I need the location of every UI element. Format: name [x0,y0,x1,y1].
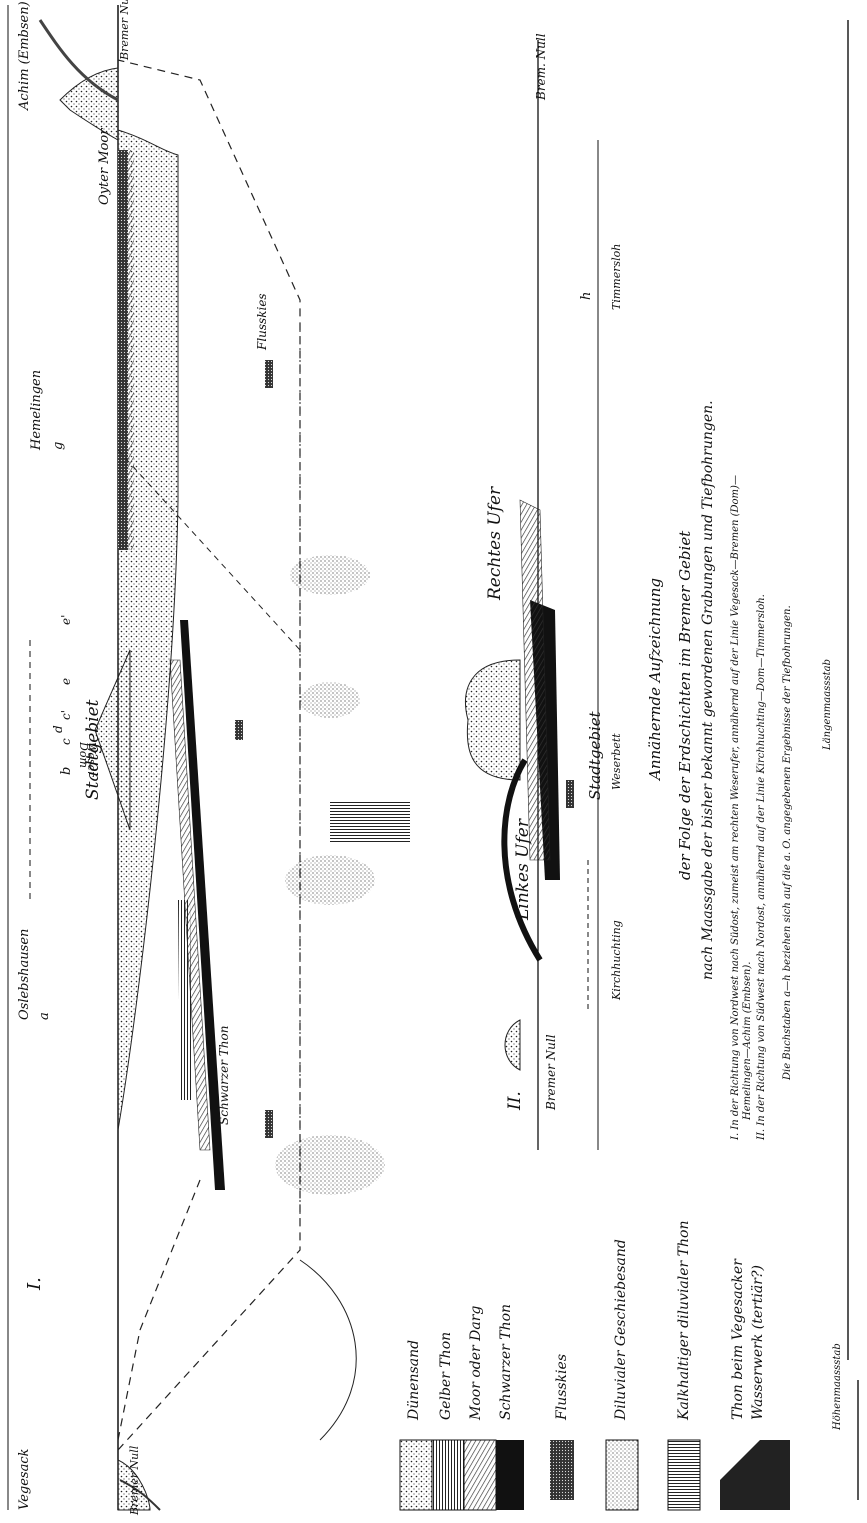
flusskies-mark [265,360,273,388]
label-letter-b: b [59,767,74,775]
caption-note3: Die Buchstaben a—h beziehen sich auf die… [782,605,793,1081]
label-schwarzer-thon: Schwarzer Thon [217,1026,231,1126]
label-letter-c: c [59,738,73,745]
weserbett-dune [466,660,520,780]
section-one-numeral: I. [24,1277,45,1291]
label-achim: Achim (Embsen) [17,1,32,111]
oyter-moor-layer [118,150,128,550]
label-letter-c1: c' [59,710,73,720]
label-linkes-ufer: Linkes Ufer [513,818,533,921]
label-bremer-null-left: Bremer Null [128,1445,141,1516]
kalkthon-block [330,800,410,844]
label-letter-e1: e' [59,615,73,625]
section-two-labels: II. Linkes Ufer Rechtes Ufer Bremer Null… [485,33,623,1111]
legend-swatch-kalkthon [668,1440,700,1510]
legend-label-geschiebesand: Diluvialer Geschiebesand [613,1239,629,1421]
label-oslebshausen: Oslebshausen [17,929,32,1020]
label-vegesack: Vegesack [17,1448,32,1510]
label-stadtgebiet-2: Stadtgebiet [586,710,604,800]
legend-swatch-gelber-thon [432,1440,464,1510]
label-flusskies: Flusskies [255,293,269,351]
caption-line2: der Folge der Erdschichten im Bremer Geb… [676,530,694,880]
legend-label-vegesacker-2: Wasserwerk (tertiär?) [750,1265,766,1420]
label-weser: Weser [85,742,98,777]
legend-label-schwarzer-thon: Schwarzer Thon [498,1304,514,1420]
label-section-two-numeral: II. [505,1091,525,1111]
legend-label-kalkthon: Kalkhaltiger diluvialer Thon [676,1221,692,1421]
legend-label-vegesacker-1: Thon beim Vegesacker [730,1258,746,1420]
caption-hoehenmaassstab: Höhenmaassstab [832,1343,843,1431]
legend-label-flusskies: Flusskies [554,1354,570,1421]
section-one-profile [8,5,410,1510]
label-bremer-null-right: Bremer Null [118,0,131,61]
label-kirchhuchting: Kirchhuchting [610,920,623,1001]
geschiebesand-pocket [275,1135,385,1195]
legend: Dünensand Gelber Thon Moor oder Darg Sch… [400,1221,790,1510]
left-bank-dune [505,1020,520,1070]
legend-swatch-geschiebesand [606,1440,638,1510]
caption-title: Annähernde Aufzeichnung [646,578,664,782]
legend-label-moor: Moor oder Darg [468,1306,484,1421]
label-timmersloh: Timmersloh [610,244,623,310]
legend-swatch-moor [464,1440,496,1510]
label-letter-e: e [59,678,73,685]
gelber-thon-layer [178,900,192,1100]
legend-swatch-duenensand [400,1440,432,1510]
label-letter-h: h [579,292,594,300]
label-bremer-null-2: Bremer Null [544,1034,558,1111]
label-letter-g: g [51,442,66,450]
caption-line3: nach Maassgabe der bisher bekannt geword… [700,400,716,980]
label-hemelingen: Hemelingen [29,370,44,451]
label-brem-null: Brem. Null [534,33,548,101]
label-letter-d: d [51,725,65,733]
label-oyter-moor: Oyter Moor [97,128,112,205]
label-weserbett: Weserbett [610,733,623,790]
caption-note1a: I. In der Richtung von Nordwest nach Süd… [730,475,741,1141]
legend-label-gelber-thon: Gelber Thon [438,1332,454,1420]
label-rechtes-ufer: Rechtes Ufer [485,486,505,601]
legend-swatch-schwarzer-thon [496,1440,524,1510]
caption-laengenmaassstab: Längenmaassstab [822,659,833,751]
legend-swatch-flusskies [550,1440,574,1500]
caption-note2: II. In der Richtung von Südwest nach Nor… [756,594,767,1141]
legend-label-duenensand: Dünensand [406,1340,422,1421]
label-letter-a: a [37,1012,52,1020]
caption-note1b: Hemelingen—Achim (Embsen). [742,962,753,1121]
